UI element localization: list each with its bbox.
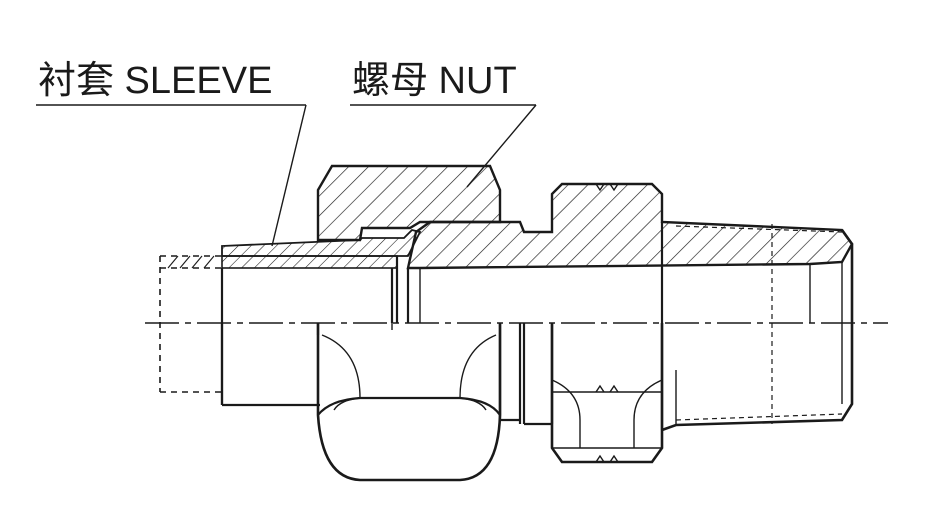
tube-lower <box>220 323 393 405</box>
tube-solid <box>220 255 399 407</box>
sleeve-leader-line <box>271 104 307 247</box>
body-neck-view <box>498 323 554 426</box>
sleeve-label: 衬套 SLEEVE <box>38 60 272 102</box>
nut-hex-view <box>316 323 502 482</box>
tube-outline <box>159 255 222 393</box>
body-section <box>406 182 854 323</box>
body-hex-view <box>550 323 664 464</box>
nut-label: 螺母 NUT <box>352 60 517 102</box>
